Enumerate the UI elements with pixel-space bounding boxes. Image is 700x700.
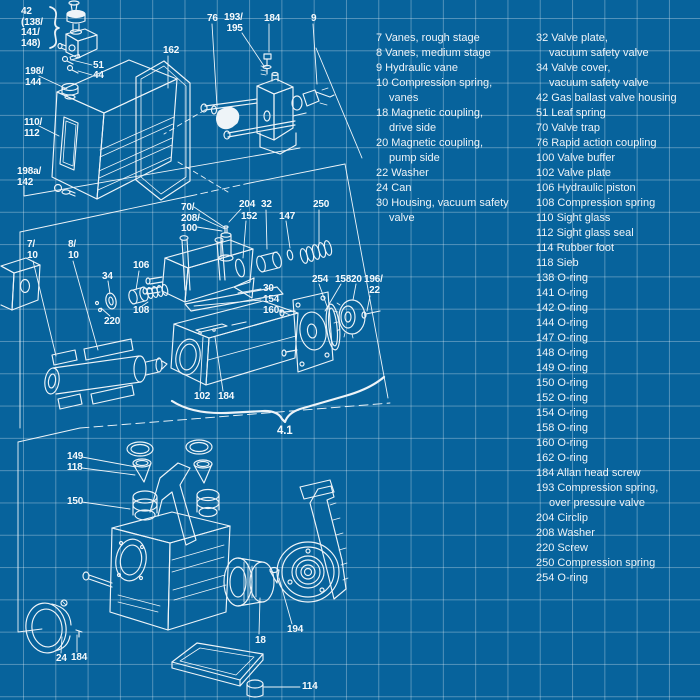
parts-list-entry: 114 Rubber foot — [536, 242, 615, 254]
parts-list-entry: 147 O-ring — [536, 332, 588, 344]
parts-list-entry: 250 Compression spring — [536, 557, 656, 569]
top-assembly-drawing — [51, 0, 335, 201]
parts-list-entry: 51 Leaf spring — [536, 107, 606, 119]
parts-list-entry: 193 Compression spring, over pressure va… — [536, 482, 659, 509]
parts-list-entry: 152 O-ring — [536, 392, 588, 404]
parts-list-entry: 160 O-ring — [536, 437, 588, 449]
parts-list-entry: 9 Hydraulic vane — [376, 62, 458, 74]
parts-list-entry: 34 Valve cover, vacuum safety valve — [536, 62, 649, 89]
middle-assembly-drawing — [0, 225, 381, 410]
parts-list-entry: 162 O-ring — [536, 452, 588, 464]
parts-list-entry: 142 O-ring — [536, 302, 588, 314]
parts-list-entry: 141 O-ring — [536, 287, 588, 299]
parts-list-entry: 42 Gas ballast valve housing — [536, 92, 677, 104]
brace-fig-4-1 — [170, 375, 386, 424]
parts-list-entry: 106 Hydraulic piston — [536, 182, 636, 194]
brace-42-group — [49, 6, 60, 49]
parts-list-entry: 108 Compression spring — [536, 197, 656, 209]
section-border-lines — [17, 47, 391, 633]
parts-list-entry: 254 O-ring — [536, 572, 588, 584]
parts-list-entry: 10 Compression spring, vanes — [376, 77, 493, 104]
parts-list-entry: 32 Valve plate, vacuum safety valve — [536, 32, 649, 59]
parts-list-entry: 24 Can — [376, 182, 412, 194]
parts-list-entry: 8 Vanes, medium stage — [376, 47, 491, 59]
parts-list-entry: 100 Valve buffer — [536, 152, 616, 164]
callout-leader-lines — [32, 23, 371, 688]
parts-list-entry: 18 Magnetic coupling, drive side — [376, 107, 484, 134]
parts-list-entry: 110 Sight glass — [536, 212, 611, 224]
parts-list-entry: 20 Magnetic coupling, pump side — [376, 137, 484, 164]
parts-list-entry: 112 Sight glass seal — [536, 227, 634, 239]
parts-list-entry: 149 O-ring — [536, 362, 588, 374]
parts-list-entry: 22 Washer — [376, 167, 429, 179]
parts-list-entry: 158 O-ring — [536, 422, 588, 434]
parts-list-entry: 70 Valve trap — [536, 122, 601, 134]
parts-list-entry: 144 O-ring — [536, 317, 588, 329]
parts-list-left-column: 7 Vanes, rough stage 8 Vanes, medium stag… — [376, 31, 534, 226]
parts-list-entry: 148 O-ring — [536, 347, 588, 359]
bottom-assembly-drawing — [25, 439, 349, 698]
parts-list-entry: 102 Valve plate — [536, 167, 612, 179]
parts-list-entry: 184 Allan head screw — [536, 467, 641, 479]
parts-list-right-column: 32 Valve plate, vacuum safety valve 34 Va… — [536, 31, 700, 586]
parts-list-entry: 7 Vanes, rough stage — [376, 32, 480, 44]
parts-list-entry: 76 Rapid action coupling — [536, 137, 657, 149]
parts-list-entry: 154 O-ring — [536, 407, 588, 419]
parts-list-entry: 208 Washer — [536, 527, 595, 539]
parts-list-entry: 30 Housing, vacuum safety valve — [376, 197, 509, 224]
parts-list-entry: 220 Screw — [536, 542, 588, 554]
parts-list-entry: 118 Sieb — [536, 257, 579, 269]
parts-list-entry: 138 O-ring — [536, 272, 588, 284]
parts-list-entry: 150 O-ring — [536, 377, 588, 389]
parts-list-entry: 204 Circlip — [536, 512, 588, 524]
